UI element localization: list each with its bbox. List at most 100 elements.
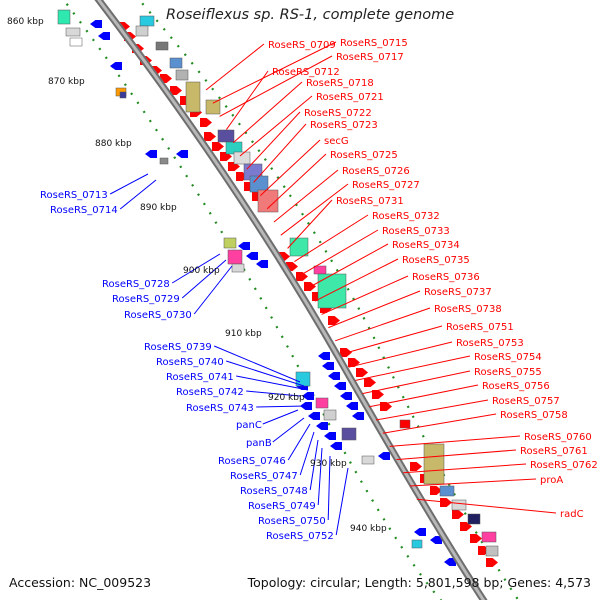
reverse-gene xyxy=(308,412,320,420)
reverse-gene xyxy=(430,536,442,544)
reverse-gene xyxy=(256,260,268,268)
label-connector xyxy=(321,275,409,315)
gene-label-right: RoseRS_0732 xyxy=(372,211,440,222)
feature-box xyxy=(451,499,467,511)
reverse-gene xyxy=(340,392,352,400)
label-connector xyxy=(294,214,369,263)
label-connector xyxy=(266,153,327,210)
tick-label: 930 kbp xyxy=(310,459,347,469)
label-connector xyxy=(382,413,497,434)
label-connector xyxy=(314,258,399,302)
label-connector xyxy=(109,173,149,195)
gene-label-right: RoseRS_0737 xyxy=(424,287,492,298)
label-connector xyxy=(299,431,315,476)
tick-label: 880 kbp xyxy=(95,139,132,149)
tick-label: 920 kbp xyxy=(268,393,305,403)
feature-box xyxy=(185,81,201,113)
tick-label: 860 kbp xyxy=(7,17,44,27)
gene-label-right: secG xyxy=(324,136,349,147)
gene-label-right: RoseRS_0723 xyxy=(310,120,378,131)
feature-box xyxy=(313,265,327,275)
feature-box xyxy=(233,151,251,165)
gene-label-right: proA xyxy=(540,475,563,486)
label-connector xyxy=(226,360,305,387)
label-connector xyxy=(193,265,233,315)
label-connector xyxy=(335,307,431,342)
label-connector xyxy=(355,355,471,381)
genome-backbone xyxy=(94,0,488,600)
feature-box xyxy=(69,37,83,47)
tick-label: 890 kbp xyxy=(140,203,177,213)
label-connector xyxy=(212,41,337,104)
reverse-gene xyxy=(145,150,157,158)
label-connector xyxy=(348,341,453,368)
label-connector xyxy=(307,243,389,289)
label-connector xyxy=(225,70,269,130)
feature-box xyxy=(57,9,71,25)
forward-gene xyxy=(452,510,464,519)
label-connector xyxy=(369,384,479,408)
label-connector xyxy=(396,449,517,461)
label-connector xyxy=(171,253,221,284)
label-connector xyxy=(409,478,537,487)
gene-label-right: RoseRS_0718 xyxy=(306,78,374,89)
label-connector xyxy=(232,81,303,144)
gene-label-left: RoseRS_0743 xyxy=(186,403,254,414)
gene-label-right: RoseRS_0731 xyxy=(336,196,404,207)
reverse-gene xyxy=(302,392,314,400)
feature-box xyxy=(361,455,375,465)
reverse-gene xyxy=(328,372,340,380)
gene-label-left: RoseRS_0728 xyxy=(102,279,170,290)
label-connector xyxy=(416,498,557,514)
gene-label-left: RoseRS_0748 xyxy=(240,486,308,497)
map-title: Roseiflexus sp. RS-1, complete genome xyxy=(166,7,455,23)
gene-label-right: RoseRS_0726 xyxy=(342,166,410,177)
forward-gene xyxy=(212,142,224,151)
gene-label-right: RoseRS_0751 xyxy=(446,322,514,333)
reverse-gene xyxy=(330,442,342,450)
gene-label-left: panC xyxy=(236,420,262,431)
forward-gene xyxy=(410,462,422,471)
gene-label-right: RoseRS_0753 xyxy=(456,338,524,349)
feature-box xyxy=(257,189,279,213)
forward-gene xyxy=(200,118,212,127)
feature-box xyxy=(169,57,183,69)
gene-label-right: RoseRS_0727 xyxy=(352,180,420,191)
gene-label-right: RoseRS_0756 xyxy=(482,381,550,392)
label-connector xyxy=(205,43,265,91)
label-connector xyxy=(256,405,307,408)
feature-box xyxy=(227,249,243,265)
gene-label-right: RoseRS_0762 xyxy=(530,460,598,471)
forward-gene xyxy=(470,534,482,543)
feature-box xyxy=(411,539,423,549)
label-connector xyxy=(375,399,489,421)
gene-label-right: RoseRS_0715 xyxy=(340,38,408,49)
label-connector xyxy=(341,325,443,355)
feature-box xyxy=(135,25,149,37)
backbone-inner xyxy=(96,0,486,600)
gene-label-right: RoseRS_0757 xyxy=(492,396,560,407)
feature-box xyxy=(341,427,357,441)
gene-label-left: RoseRS_0729 xyxy=(112,294,180,305)
feature-box xyxy=(119,91,127,99)
label-connector xyxy=(246,111,301,170)
feature-box xyxy=(217,129,235,143)
gene-label-left: RoseRS_0750 xyxy=(258,516,326,527)
label-connector xyxy=(260,139,321,196)
feature-box xyxy=(175,69,189,81)
reverse-gene xyxy=(444,558,456,566)
label-connector xyxy=(300,229,379,276)
gene-label-left: RoseRS_0747 xyxy=(230,471,298,482)
gene-label-right: RoseRS_0736 xyxy=(412,272,480,283)
reverse-gene xyxy=(316,422,328,430)
feature-box xyxy=(467,513,481,525)
feature-box xyxy=(249,175,269,193)
forward-gene xyxy=(372,390,384,399)
label-connector xyxy=(287,423,311,461)
label-connectors xyxy=(109,41,557,536)
topology-text: Topology: circular; Length: 5,801,598 bp… xyxy=(247,575,591,590)
label-connector xyxy=(236,375,309,391)
label-connector xyxy=(309,439,319,491)
